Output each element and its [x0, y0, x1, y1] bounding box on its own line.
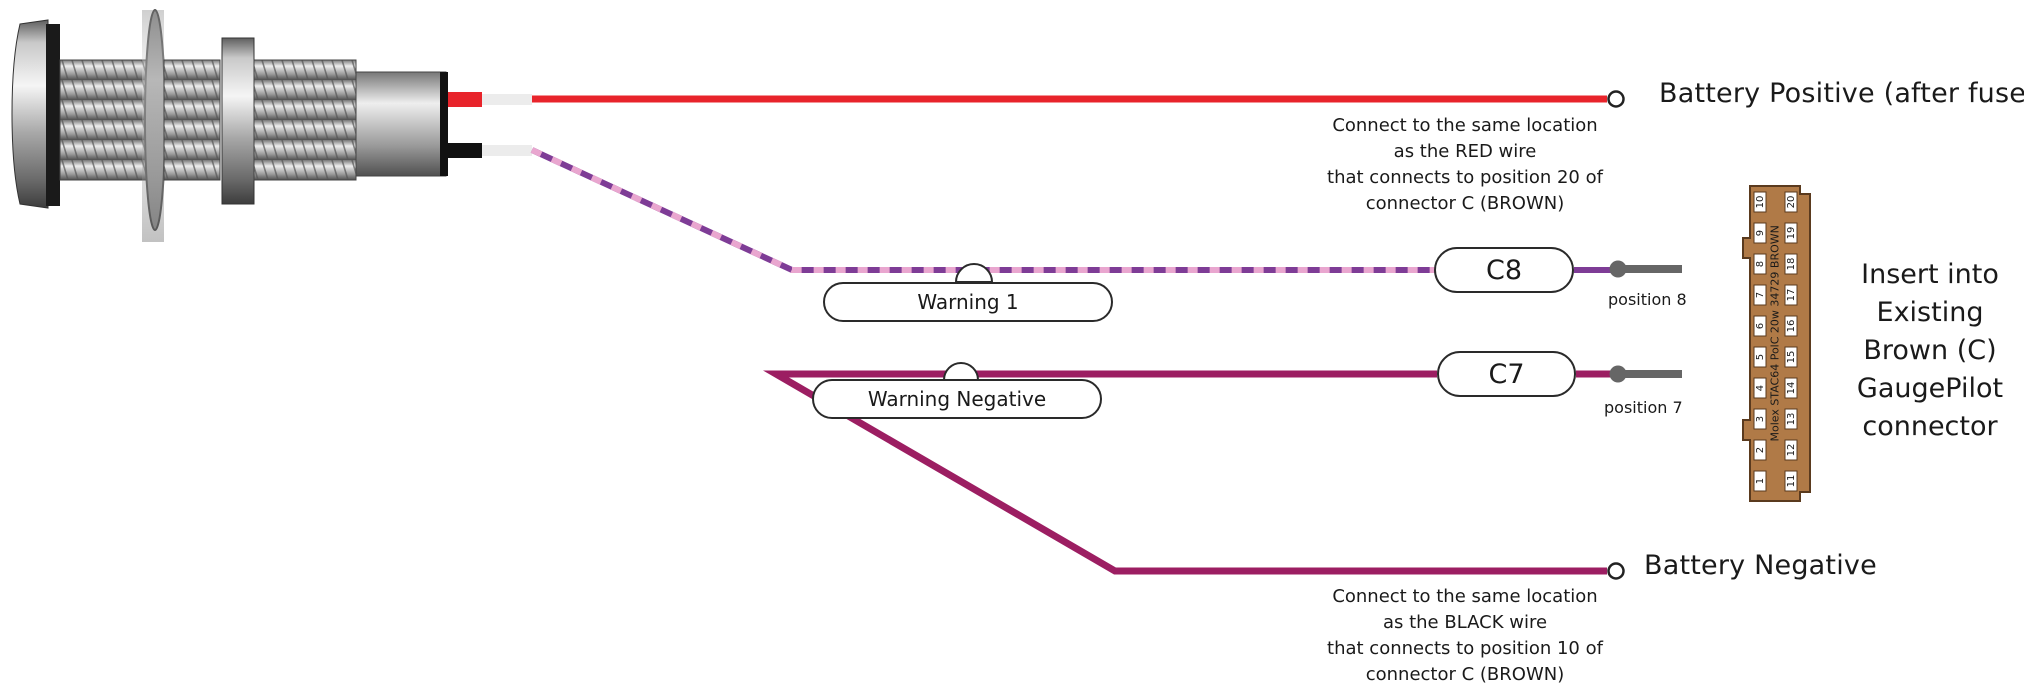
connector-cell	[1784, 439, 1798, 461]
connector-pin-number: 11	[1786, 475, 1797, 488]
connector-cell	[1784, 315, 1798, 337]
tag-c8: C8	[1434, 247, 1574, 293]
note-line: as the RED wire	[1393, 141, 1537, 162]
pushbutton-switch-icon	[11, 9, 448, 242]
red-strip	[482, 94, 532, 105]
connector-pin-number: 15	[1786, 351, 1797, 364]
connector-pin-number: 12	[1786, 444, 1797, 457]
connector-cell	[1784, 191, 1798, 213]
instruction-line: Brown (C)	[1863, 335, 1997, 366]
warning-1-tab	[954, 263, 994, 283]
connector-cell	[1784, 408, 1798, 430]
note-line: as the BLACK wire	[1382, 612, 1548, 633]
note-line: that connects to position 10 of	[1327, 638, 1603, 659]
connector-cell	[1753, 439, 1767, 461]
connector-cell	[1753, 191, 1767, 213]
battery-positive-label: Battery Positive (after fuse)	[1659, 78, 2024, 109]
connector-pin-number: 14	[1786, 382, 1797, 395]
note-line: connector C (BROWN)	[1365, 193, 1565, 214]
connector-pin-number: 9	[1755, 230, 1766, 236]
note-line: Connect to the same location	[1332, 586, 1598, 607]
tag-warning-1-text: Warning 1	[917, 290, 1019, 314]
connector-pin-number: 17	[1786, 289, 1797, 302]
connector-cell	[1753, 470, 1767, 492]
connector-cell	[1784, 470, 1798, 492]
connector-cell	[1753, 222, 1767, 244]
black-wire-note: Connect to the same location as the BLAC…	[1310, 584, 1620, 688]
connector-pin-number: 16	[1786, 320, 1797, 333]
battery-negative-label: Battery Negative	[1644, 550, 1877, 581]
battery-negative-terminal	[1607, 562, 1625, 580]
connector-pin-number: 13	[1786, 413, 1797, 426]
note-line: connector C (BROWN)	[1365, 664, 1565, 685]
connector-cell	[1753, 346, 1767, 368]
battery-positive-terminal	[1607, 90, 1625, 108]
connector-cell	[1784, 253, 1798, 275]
connector-pin-number: 8	[1755, 261, 1766, 267]
instruction-line: Insert into	[1861, 259, 1999, 290]
note-line: Connect to the same location	[1332, 115, 1598, 136]
connector-pin-number: 5	[1755, 354, 1766, 360]
connector-pin-number: 4	[1755, 385, 1766, 391]
connector-cell	[1753, 253, 1767, 275]
tag-warning-1: Warning 1	[823, 282, 1113, 322]
connector-pin-number: 2	[1755, 447, 1766, 453]
connector-cell	[1784, 346, 1798, 368]
connector-cell	[1753, 377, 1767, 399]
connector-cell	[1784, 377, 1798, 399]
purple-strip	[482, 145, 532, 156]
tag-warning-negative-text: Warning Negative	[867, 387, 1047, 411]
connector-cell	[1753, 408, 1767, 430]
magenta-wire	[763, 370, 1607, 575]
instruction-line: Existing	[1876, 297, 1984, 328]
warning-negative-tab	[942, 362, 980, 381]
note-line: that connects to position 20 of	[1327, 167, 1603, 188]
connector-cell	[1784, 284, 1798, 306]
tag-warning-negative: Warning Negative	[812, 379, 1102, 419]
connector-cell	[1753, 315, 1767, 337]
red-lead	[448, 92, 482, 107]
position-8-label: position 8	[1608, 290, 1687, 309]
connector-pin-number: 7	[1755, 292, 1766, 298]
connector-pin-number: 18	[1786, 258, 1797, 271]
black-lead	[448, 143, 482, 158]
connector-pin-number: 20	[1786, 196, 1797, 209]
tag-c7: C7	[1437, 351, 1576, 397]
connector-pin-number: 6	[1755, 323, 1766, 329]
red-wire-note: Connect to the same location as the RED …	[1310, 113, 1620, 217]
connector-pin-number: 10	[1755, 196, 1766, 209]
position-7-label: position 7	[1604, 398, 1683, 417]
connector-pin-number: 19	[1786, 227, 1797, 240]
connector-cell	[1753, 284, 1767, 306]
instruction-line: connector	[1862, 411, 1998, 442]
connector-pin-number: 3	[1755, 416, 1766, 422]
connector-cell	[1784, 222, 1798, 244]
connector-pin-number: 1	[1755, 478, 1766, 484]
tag-c7-text: C7	[1488, 358, 1525, 390]
purple-wire	[530, 147, 1437, 273]
tag-c8-text: C8	[1485, 254, 1523, 286]
insert-instruction: Insert into Existing Brown (C) GaugePilo…	[1840, 256, 2020, 446]
connector-part-label: Molex STAC64 PolC 20w 34729 BROWN	[1768, 225, 1782, 442]
instruction-line: GaugePilot	[1856, 373, 2004, 404]
purple-wire-stripe	[530, 147, 1437, 273]
